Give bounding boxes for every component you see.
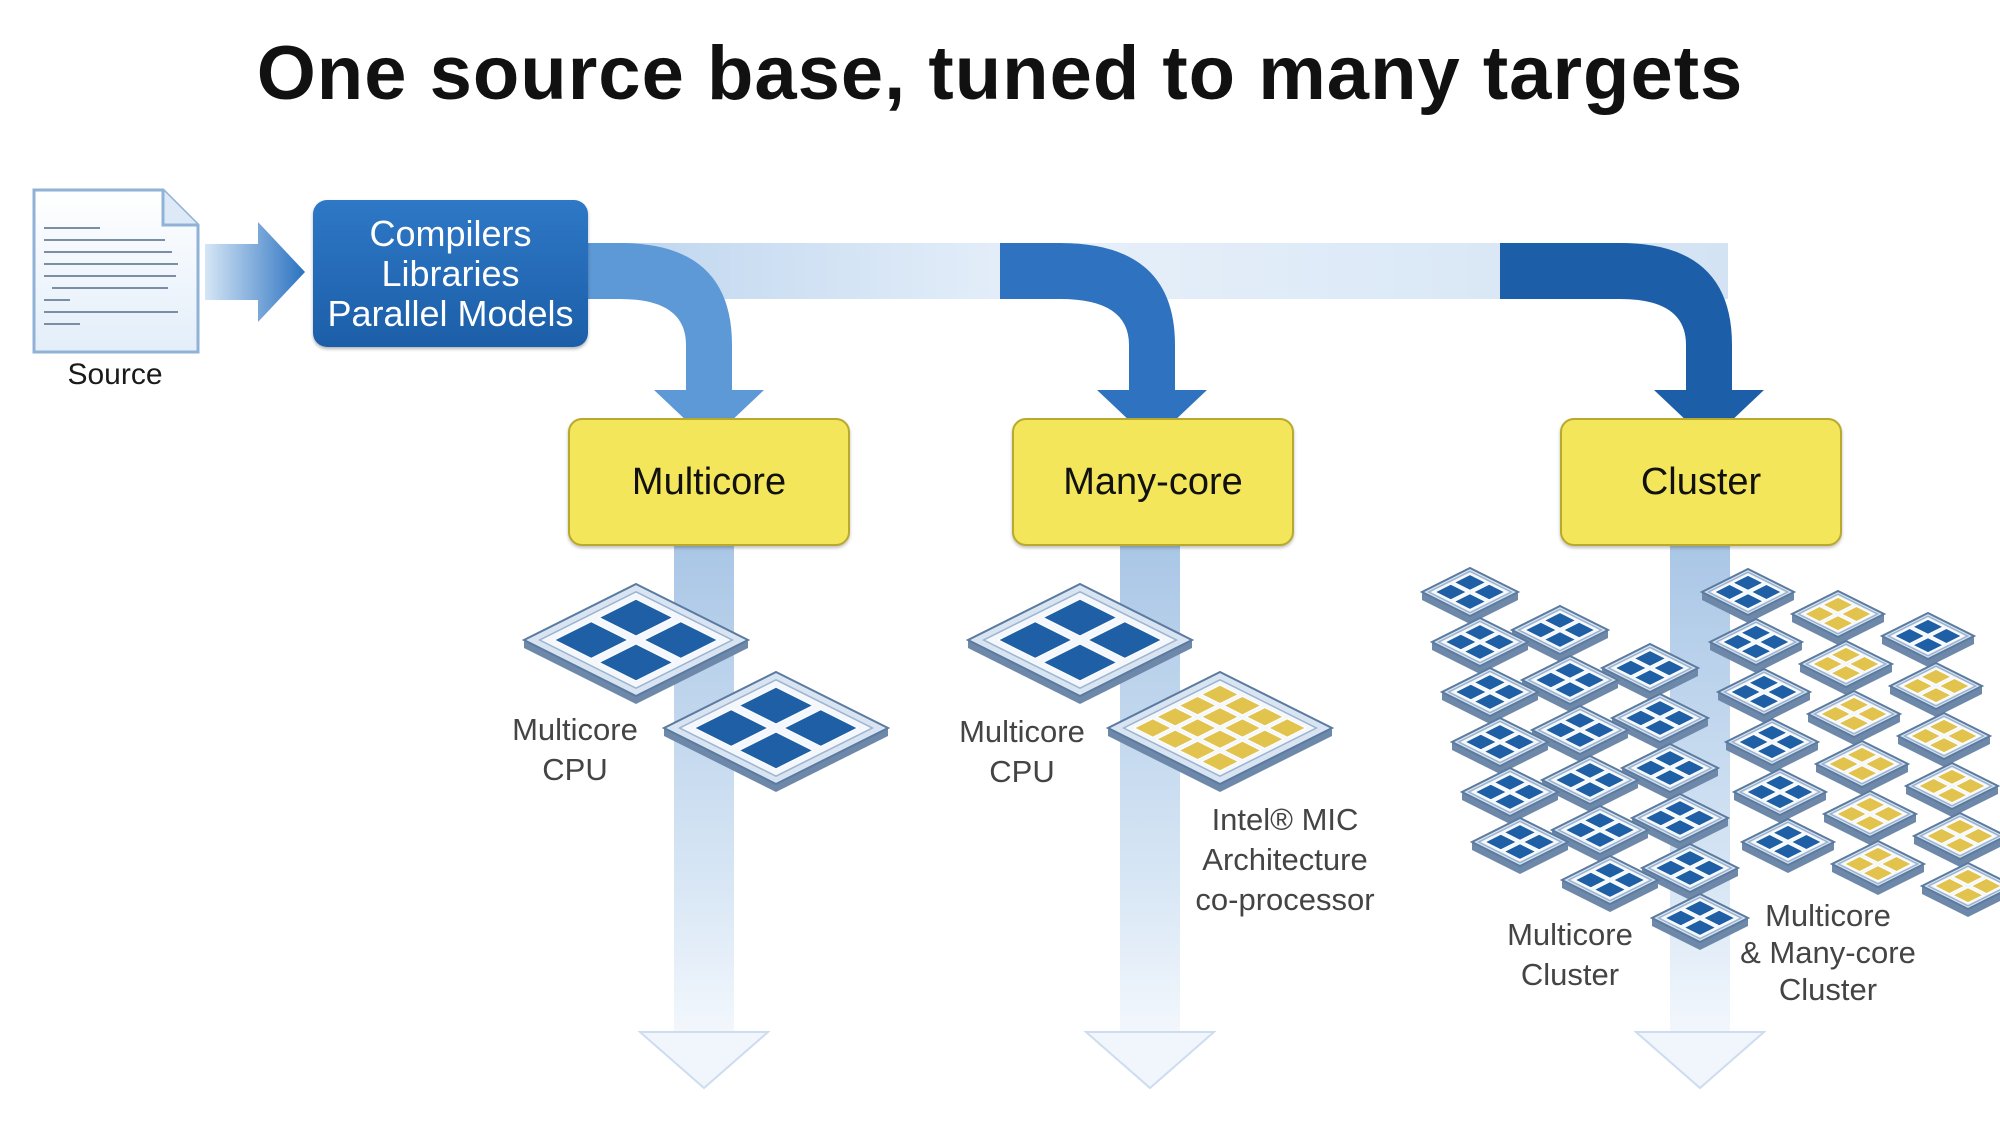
caption-line: co-processor bbox=[1195, 882, 1375, 917]
manycore-node-chip bbox=[1887, 661, 1985, 717]
caption-line: Multicore bbox=[1765, 898, 1891, 933]
caption-line: Multicore bbox=[959, 714, 1085, 749]
cluster-node-chip bbox=[1639, 842, 1741, 900]
cluster-node-chip bbox=[1509, 604, 1611, 662]
source-document-icon bbox=[32, 188, 200, 354]
cluster-node-chip bbox=[1469, 816, 1571, 874]
target-multicore: Multicore bbox=[568, 418, 850, 546]
manycore-node-chip bbox=[1797, 639, 1895, 695]
caption-line: Multicore bbox=[1507, 917, 1633, 952]
caption-line: CPU bbox=[989, 754, 1055, 789]
cluster-node-chip bbox=[1599, 642, 1701, 700]
cluster-node-chip bbox=[1619, 742, 1721, 800]
manycore-node-chip bbox=[1813, 739, 1911, 795]
tools-line: Parallel Models bbox=[327, 292, 574, 334]
target-label: Many-core bbox=[1063, 460, 1243, 503]
cluster-node-chip bbox=[1609, 692, 1711, 750]
caption-line: Multicore bbox=[512, 712, 638, 747]
cluster-node-chip bbox=[1715, 667, 1813, 723]
page-title: One source base, tuned to many targets bbox=[256, 31, 1744, 116]
cluster-node-chip bbox=[1559, 854, 1661, 912]
manycore-node-chip bbox=[1919, 861, 2000, 917]
caption-line: Intel® MIC bbox=[1211, 802, 1359, 837]
cluster-node-chip bbox=[1723, 717, 1821, 773]
caption-line: & Many-core bbox=[1740, 935, 1916, 970]
manycore-node-chip bbox=[1911, 811, 2000, 867]
multicore-cpu-chip bbox=[965, 582, 1195, 704]
cluster-node-chip bbox=[1649, 892, 1751, 950]
manycore-node-chip bbox=[1805, 689, 1903, 745]
manycore-node-chip bbox=[1829, 839, 1927, 895]
manycore-node-chip bbox=[1789, 589, 1887, 645]
cluster-node-chip bbox=[1529, 704, 1631, 762]
cluster-node-chip bbox=[1629, 792, 1731, 850]
cluster-node-chip bbox=[1699, 567, 1797, 623]
caption-line: Cluster bbox=[1778, 972, 1878, 1007]
cluster-node-chip bbox=[1879, 611, 1977, 667]
cluster-node-chip bbox=[1419, 566, 1521, 624]
caption-mic: Intel® MIC Architecture co-processor bbox=[1180, 800, 1390, 920]
cluster-node-chip bbox=[1449, 716, 1551, 774]
multicore-cpu-chip bbox=[661, 670, 891, 792]
mic-coprocessor-chip bbox=[1105, 670, 1335, 792]
source-label: Source bbox=[67, 358, 163, 391]
cluster-node-chip bbox=[1739, 817, 1837, 873]
curved-arrow-manycore bbox=[1000, 243, 1207, 442]
cluster-node-chip bbox=[1429, 616, 1531, 674]
target-manycore: Many-core bbox=[1012, 418, 1294, 546]
tools-box: Compilers Libraries Parallel Models bbox=[313, 200, 588, 347]
multicore-cpu-chip bbox=[521, 582, 751, 704]
cluster-node-chip bbox=[1519, 654, 1621, 712]
manycore-node-chip bbox=[1903, 761, 2000, 817]
target-label: Multicore bbox=[631, 460, 787, 503]
input-arrow bbox=[205, 222, 305, 322]
manycore-node-chip bbox=[1895, 711, 1993, 767]
caption-line: Cluster bbox=[1520, 957, 1620, 992]
caption-line: CPU bbox=[542, 752, 608, 787]
tools-line: Libraries bbox=[381, 252, 520, 294]
curved-arrow-multicore bbox=[588, 243, 764, 442]
target-cluster: Cluster bbox=[1560, 418, 1842, 546]
caption-multicore-cluster: Multicore Cluster bbox=[1490, 915, 1650, 995]
cluster-node-chip bbox=[1539, 754, 1641, 812]
curved-arrow-cluster bbox=[1500, 243, 1764, 442]
caption-multicore-cpu: Multicore CPU bbox=[947, 712, 1097, 792]
target-label: Cluster bbox=[1640, 460, 1762, 503]
cluster-node-chip bbox=[1459, 766, 1561, 824]
cluster-node-chip bbox=[1439, 666, 1541, 724]
down-arrow bbox=[1633, 540, 1767, 1090]
cluster-node-chip bbox=[1731, 767, 1829, 823]
cluster-node-chip bbox=[1549, 804, 1651, 862]
caption-line: Architecture bbox=[1202, 842, 1368, 877]
tools-line: Compilers bbox=[369, 212, 532, 254]
caption-mixed-cluster: Multicore & Many-core Cluster bbox=[1728, 897, 1928, 1008]
caption-multicore-cpu: Multicore CPU bbox=[500, 710, 650, 790]
cluster-node-chip bbox=[1707, 617, 1805, 673]
manycore-node-chip bbox=[1821, 789, 1919, 845]
